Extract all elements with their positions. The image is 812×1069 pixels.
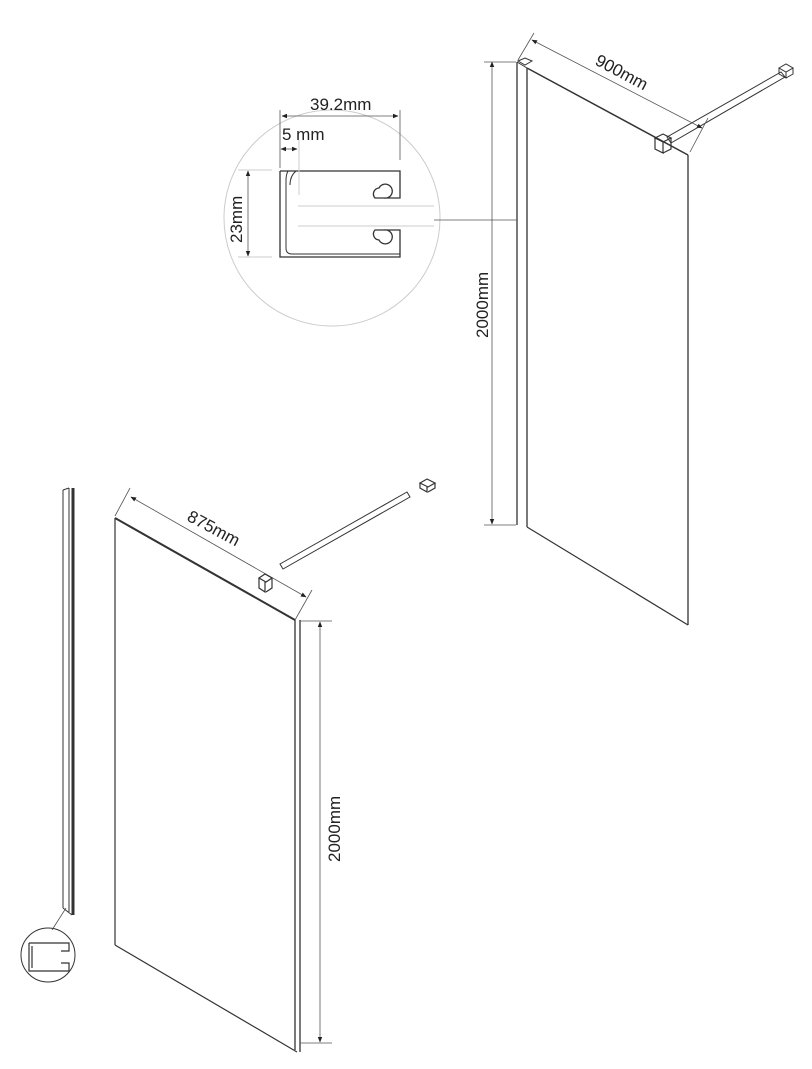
wall-bracket-icon (257, 573, 274, 594)
top-width-label: 900mm (592, 51, 651, 94)
wall-bracket-icon (653, 133, 673, 154)
top-glass-panel (516, 61, 689, 626)
profile-depth-label: 23mm (227, 196, 246, 243)
profile-wall-label: 5 mm (282, 125, 325, 144)
top-height-label: 2000mm (473, 272, 492, 338)
wall-profile-strip (20, 487, 76, 983)
bottom-height-label: 2000mm (325, 796, 344, 862)
top-height-dimension: 2000mm (473, 61, 516, 526)
bottom-width-dimension: 875mm (114, 487, 313, 621)
top-support-bar (516, 57, 795, 154)
bottom-height-dimension: 2000mm (300, 620, 344, 1044)
bottom-support-bar (257, 478, 437, 594)
profile-detail-callout: 39.2mm 5 mm 23mm (223, 95, 517, 327)
top-width-dimension: 900mm (517, 32, 709, 153)
end-cap-icon (418, 478, 437, 494)
bottom-width-label: 875mm (184, 507, 243, 550)
bottom-glass-panel (114, 517, 301, 1053)
profile-width-label: 39.2mm (310, 95, 371, 114)
